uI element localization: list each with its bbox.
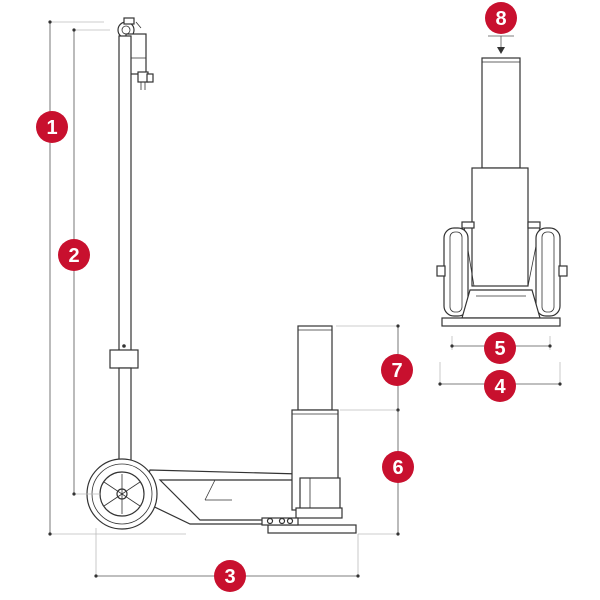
callout-number: 1: [46, 117, 57, 139]
callout-number: 5: [494, 338, 505, 360]
callout-badge-2: 2: [58, 239, 90, 271]
callout-badge-1: 1: [36, 111, 68, 143]
base-plate: [267, 524, 357, 534]
callout-badge-5: 5: [484, 332, 516, 364]
callout-number: 4: [494, 376, 506, 398]
callout-badge-8: 8: [485, 2, 517, 34]
handle-collar: [109, 349, 139, 369]
callout-badge-4: 4: [484, 370, 516, 402]
front-left-wheel: [436, 227, 469, 317]
callout-number: 8: [495, 8, 506, 30]
callout-number: 2: [68, 245, 79, 267]
handle-grip: [117, 17, 154, 90]
callout-number: 6: [392, 457, 403, 479]
callout-badge-3: 3: [214, 560, 246, 592]
front-cylinder: [471, 167, 529, 287]
chassis: [139, 469, 301, 525]
front-view-jack: [436, 35, 568, 327]
dimension-1: [48, 20, 186, 536]
handle-lower-tube: [118, 367, 132, 469]
front-base-plate: [441, 317, 561, 327]
callout-badge-7: 7: [381, 354, 413, 386]
front-right-wheel: [535, 227, 568, 317]
callout-badge-6: 6: [382, 451, 414, 483]
callout-number: 3: [224, 566, 235, 588]
front-ram: [481, 57, 521, 169]
cylinder-top-ram: [297, 325, 333, 411]
side-view-jack: [86, 17, 357, 534]
handle-upper-tube: [118, 35, 132, 353]
callout-number: 7: [391, 360, 402, 382]
front-base: [461, 289, 541, 319]
